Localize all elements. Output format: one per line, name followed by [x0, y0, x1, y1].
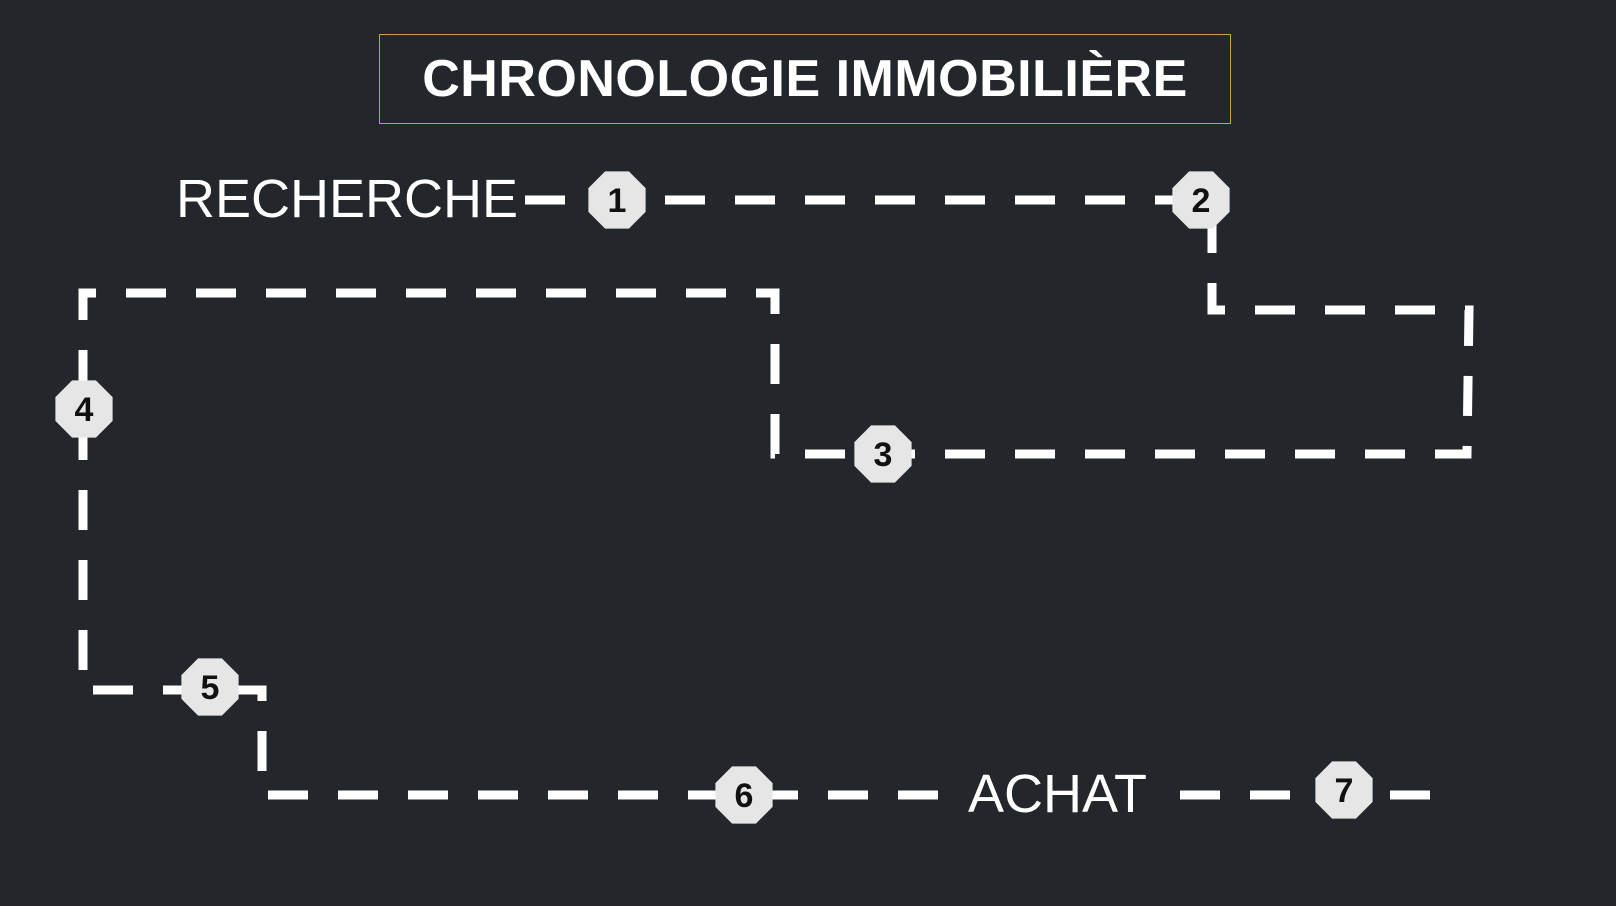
- octagon-badge-icon: [1172, 171, 1230, 229]
- octagon-badge-icon: [854, 425, 912, 483]
- node-number: 6: [735, 777, 754, 815]
- octagon-badge-icon: [181, 658, 239, 716]
- timeline-node-4: 4: [55, 380, 113, 438]
- octagon-badge-icon: [588, 171, 646, 229]
- timeline-node-6: 6: [715, 766, 773, 824]
- octagon-badge-icon: [715, 766, 773, 824]
- dashed-timeline-path: [78, 195, 1474, 800]
- octagon-badge-icon: [1315, 761, 1373, 819]
- node-number: 5: [201, 669, 220, 707]
- timeline-node-7: 7: [1315, 761, 1373, 819]
- node-number: 2: [1192, 182, 1211, 220]
- timeline-node-2: 2: [1172, 171, 1230, 229]
- node-number: 7: [1335, 772, 1354, 810]
- node-number: 4: [75, 391, 94, 429]
- nodes-layer: 1 2 3 4 5 6 7: [55, 171, 1373, 824]
- timeline-node-5: 5: [181, 658, 239, 716]
- timeline-node-3: 3: [854, 425, 912, 483]
- page-title: CHRONOLOGIE IMMOBILIÈRE: [422, 50, 1188, 108]
- timeline-node-1: 1: [588, 171, 646, 229]
- node-number: 1: [608, 182, 627, 220]
- end-label: ACHAT: [968, 764, 1148, 824]
- start-label: RECHERCHE: [176, 169, 519, 229]
- node-number: 3: [874, 436, 893, 474]
- octagon-badge-icon: [55, 380, 113, 438]
- title-frame: CHRONOLOGIE IMMOBILIÈRE: [379, 34, 1231, 124]
